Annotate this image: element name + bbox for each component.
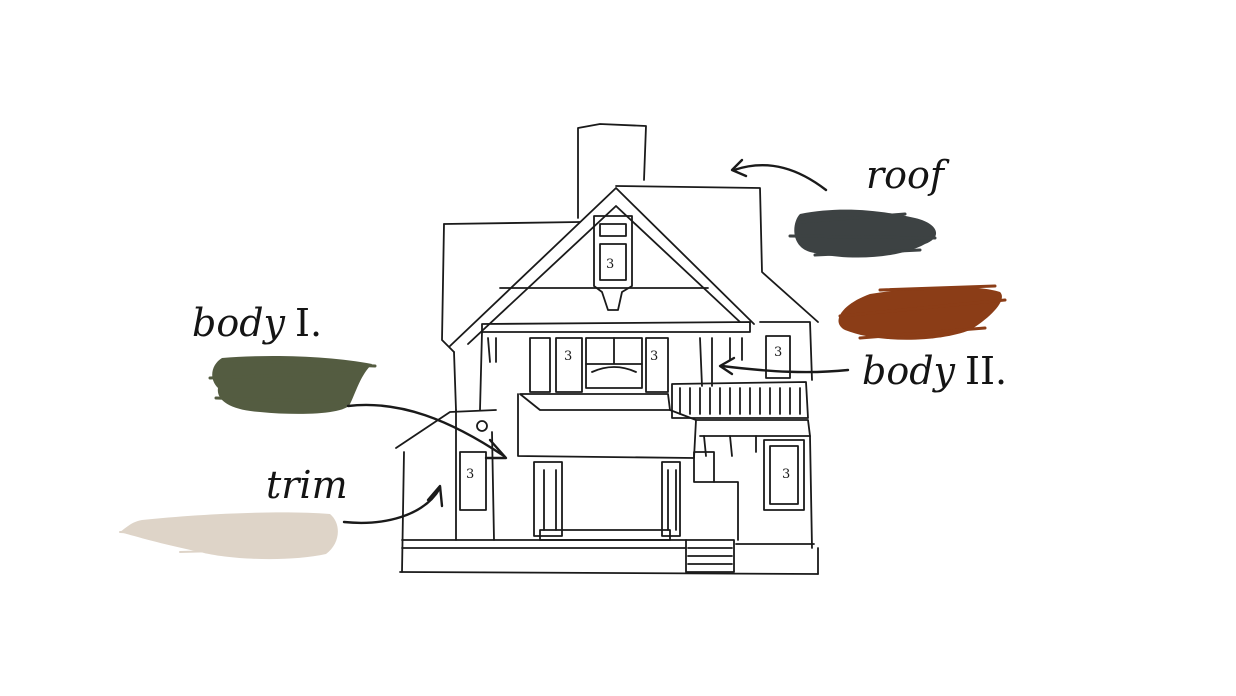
svg-text:3: 3 — [466, 467, 474, 482]
body-I-arrow-icon — [346, 403, 508, 460]
svg-text:3: 3 — [606, 257, 614, 272]
roof-swatch — [788, 209, 937, 258]
trim-label-text: trim — [266, 463, 348, 507]
body-II-label-numeral: II. — [965, 349, 1008, 393]
house-sketch: 3 3 3 3 3 3 — [395, 123, 819, 575]
trim-label: trim — [266, 466, 348, 504]
body-II-label-text: body — [862, 349, 955, 393]
body-II-arrow-icon — [718, 356, 850, 376]
roof-label: roof — [866, 156, 944, 194]
body-I-swatch — [208, 356, 377, 414]
body-I-label-text: body — [192, 301, 285, 345]
trim-arrow-icon — [342, 484, 444, 524]
trim-swatch — [119, 512, 338, 560]
roof-label-text: roof — [866, 153, 944, 197]
body-II-swatch — [838, 284, 1007, 340]
roof-arrow-icon — [730, 158, 828, 192]
body-I-label-numeral: I. — [295, 301, 323, 345]
svg-text:3: 3 — [782, 467, 790, 482]
svg-text:3: 3 — [564, 349, 572, 364]
svg-text:3: 3 — [650, 349, 658, 364]
svg-text:3: 3 — [774, 345, 782, 360]
